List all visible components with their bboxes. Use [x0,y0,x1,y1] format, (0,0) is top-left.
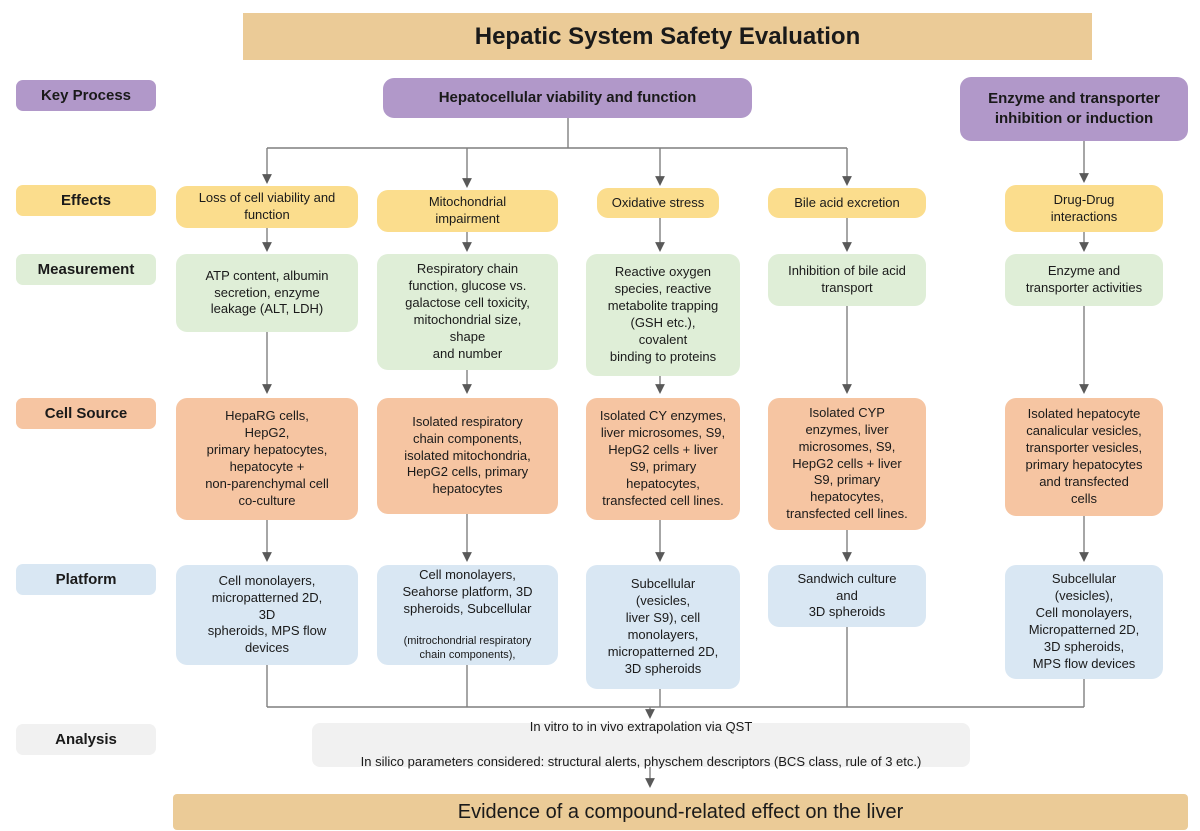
platform-mitochondrial-main: Cell monolayers, Seahorse platform, 3D s… [402,567,533,617]
platform-enzyme-transporter: Subcellular (vesicles), Cell monolayers,… [1005,565,1163,679]
row-label-effects: Effects [16,185,156,216]
effect-oxidative-stress: Oxidative stress [597,188,719,218]
row-label-measurement: Measurement [16,254,156,285]
measurement-oxidative-stress: Reactive oxygen species, reactive metabo… [586,254,740,376]
key-process-enzyme-transporter: Enzyme and transporter inhibition or ind… [960,77,1188,141]
measurement-bile-acid: Inhibition of bile acid transport [768,254,926,306]
effect-bile-acid-excretion: Bile acid excretion [768,188,926,218]
row-label-analysis: Analysis [16,724,156,755]
effect-mitochondrial-impairment: Mitochondrial impairment [377,190,558,232]
key-process-hepatocellular: Hepatocellular viability and function [383,78,752,118]
cell-source-mitochondrial: Isolated respiratory chain components, i… [377,398,558,514]
cell-source-bile-acid: Isolated CYP enzymes, liver microsomes, … [768,398,926,530]
analysis-line-1: In vitro to in vivo extrapolation via QS… [529,718,753,734]
platform-mitochondrial: Cell monolayers, Seahorse platform, 3D s… [377,565,558,665]
analysis-line-2: In silico parameters considered: structu… [360,754,922,770]
platform-viability: Cell monolayers, micropatterned 2D, 3D s… [176,565,358,665]
row-label-key-process: Key Process [16,80,156,111]
cell-source-oxidative-stress: Isolated CY enzymes, liver microsomes, S… [586,398,740,520]
platform-bile-acid: Sandwich culture and 3D spheroids [768,565,926,627]
platform-mitochondrial-note: (mitrochondrial respiratory chain compon… [403,635,532,661]
effect-loss-of-viability: Loss of cell viability and function [176,186,358,228]
analysis-box: In vitro to in vivo extrapolation via QS… [312,719,970,769]
row-label-cell-source: Cell Source [16,398,156,429]
cell-source-enzyme-transporter: Isolated hepatocyte canalicular vesicles… [1005,398,1163,516]
platform-mitochondrial-text: Cell monolayers, Seahorse platform, 3D s… [402,551,532,680]
platform-oxidative-stress: Subcellular (vesicles, liver S9), cell m… [586,565,740,689]
row-label-platform: Platform [16,564,156,595]
effect-drug-drug-interactions: Drug-Drug interactions [1005,185,1163,232]
footer-banner: Evidence of a compound-related effect on… [173,794,1188,830]
measurement-enzyme-transporter: Enzyme and transporter activities [1005,254,1163,306]
diagram-title: Hepatic System Safety Evaluation [243,13,1092,60]
cell-source-viability: HepaRG cells, HepG2, primary hepatocytes… [176,398,358,520]
measurement-mitochondrial: Respiratory chain function, glucose vs. … [377,254,558,370]
measurement-viability: ATP content, albumin secretion, enzyme l… [176,254,358,332]
analysis-text: In vitro to in vivo extrapolation via QS… [361,701,922,789]
